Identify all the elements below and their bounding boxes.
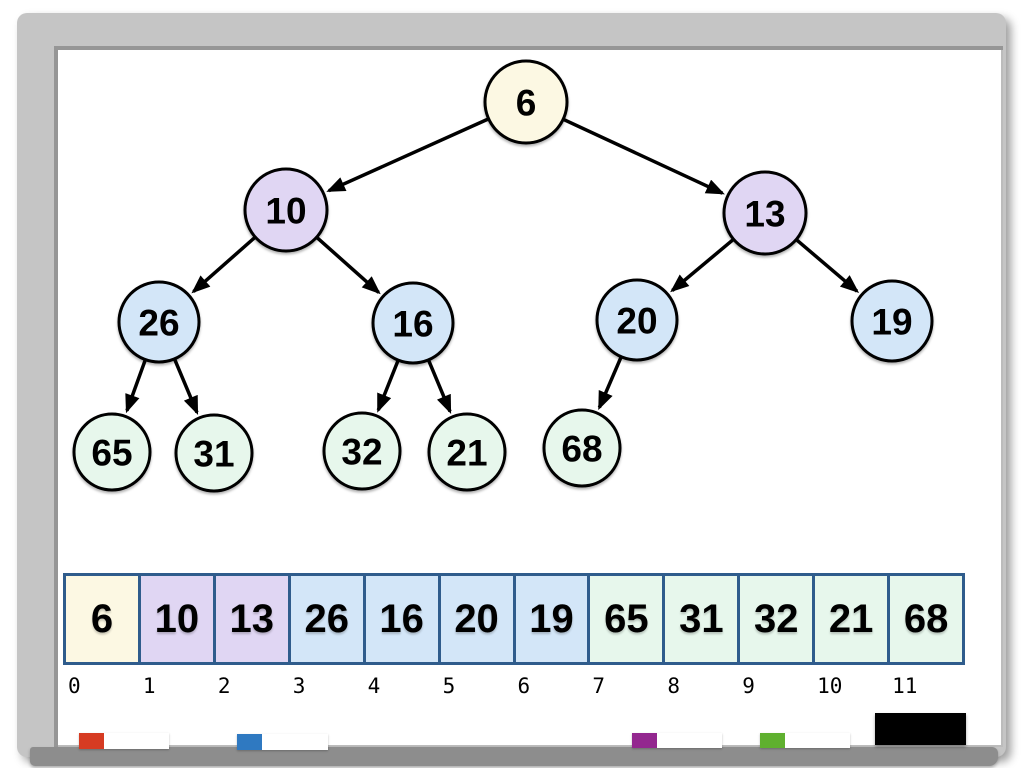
array-cell-0: 6 <box>63 573 141 665</box>
array-cell-value: 32 <box>754 596 799 641</box>
array-index-label: 10 <box>817 674 843 698</box>
array-cell-value: 6 <box>90 596 114 641</box>
heap-array: 6 10 13 26 16 20 19 65 31 32 21 68 <box>63 573 966 665</box>
array-cell-1: 10 <box>137 573 216 665</box>
purple-marker-body <box>657 733 722 748</box>
array-cell-7: 65 <box>587 573 666 665</box>
array-cell-value: 65 <box>604 596 649 641</box>
red-marker-cap <box>79 733 104 749</box>
red-marker <box>79 733 169 749</box>
green-marker-cap <box>760 733 785 748</box>
array-cell-value: 10 <box>154 596 200 641</box>
array-index-label: 6 <box>517 674 531 698</box>
array-cell-value: 19 <box>529 596 574 641</box>
blue-marker <box>237 734 328 750</box>
array-index-label: 2 <box>217 674 231 698</box>
eraser <box>875 713 966 745</box>
array-cell-value: 26 <box>304 596 349 641</box>
array-index-label: 0 <box>68 674 81 698</box>
array-cell-9: 32 <box>737 573 816 665</box>
purple-marker-cap <box>632 733 657 748</box>
array-cell-value: 21 <box>828 596 874 641</box>
array-cell-5: 20 <box>437 573 516 665</box>
array-cell-value: 16 <box>379 596 424 641</box>
blue-marker-cap <box>237 734 262 750</box>
array-cell-value: 68 <box>903 596 949 641</box>
blue-marker-body <box>262 734 328 750</box>
array-index-label: 5 <box>442 674 456 698</box>
array-index-label: 8 <box>667 674 680 698</box>
array-index-label: 4 <box>367 674 381 698</box>
array-index-row: 0 1 2 3 4 5 6 7 8 9 10 11 <box>63 674 965 700</box>
array-cell-value: 31 <box>679 596 724 641</box>
array-cell-4: 16 <box>362 573 441 665</box>
array-index-label: 7 <box>592 674 606 698</box>
array-cell-value: 13 <box>229 596 275 641</box>
red-marker-body <box>104 733 169 749</box>
array-cell-value: 20 <box>454 596 499 641</box>
array-index-label: 9 <box>742 674 755 698</box>
array-cell-10: 21 <box>812 573 891 665</box>
array-cell-8: 31 <box>662 573 741 665</box>
marker-tray <box>30 747 998 766</box>
green-marker <box>760 733 850 748</box>
array-index-label: 1 <box>142 674 156 698</box>
array-cell-3: 26 <box>287 573 366 665</box>
array-index-label: 3 <box>292 674 306 698</box>
array-cell-2: 13 <box>212 573 291 665</box>
purple-marker <box>632 733 722 748</box>
green-marker-body <box>785 733 850 748</box>
array-cell-11: 68 <box>887 573 966 665</box>
array-index-label: 11 <box>892 674 918 698</box>
array-cell-6: 19 <box>512 573 591 665</box>
